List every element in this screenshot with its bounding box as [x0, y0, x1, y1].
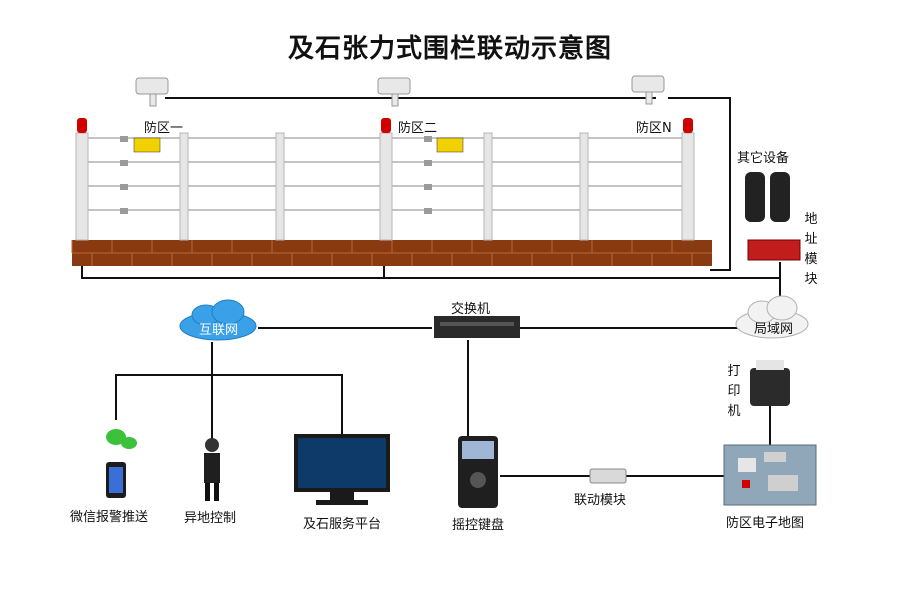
camera-icon [135, 75, 665, 107]
service-platform-label: 及石服务平台 [303, 517, 382, 532]
internet-branch-line [115, 374, 343, 435]
electronic-map-label: 防区电子地图 [726, 516, 805, 531]
brick-wall [71, 240, 712, 266]
zone-label-2: 防区二 [398, 121, 438, 136]
control-keyboard-label: 摇控键盘 [452, 518, 505, 533]
wire-sensors [120, 136, 432, 214]
cloud-icon [735, 295, 809, 339]
electronic-map-icon [723, 444, 817, 506]
printer-label: 打印机 [727, 364, 741, 419]
warning-sign-icon [133, 137, 161, 153]
wechat-push-label: 微信报警推送 [70, 510, 149, 525]
cloud-icon [179, 299, 257, 341]
address-module-icon [747, 239, 801, 261]
network-switch-icon [434, 316, 520, 338]
zone-label-1: 防区一 [144, 121, 184, 136]
other-devices-label: 其它设备 [737, 151, 790, 166]
camera-to-right-line [668, 97, 731, 271]
linkage-module-icon [589, 468, 627, 484]
printer-icon [750, 360, 790, 406]
wechat-icon [106, 429, 137, 449]
remote-control-label: 异地控制 [184, 511, 237, 526]
beam-detector-icon [745, 172, 790, 222]
internet-label: 互联网 [199, 323, 239, 338]
monitor-icon [294, 434, 390, 505]
zone-label-n: 防区N [636, 121, 672, 136]
linkage-module-label: 联动模块 [574, 493, 627, 508]
warning-sign-icon [436, 137, 464, 153]
control-keyboard-icon [458, 436, 498, 508]
person-icon [204, 438, 220, 501]
fence-posts [75, 132, 695, 241]
alarm-light-icon [77, 118, 693, 133]
switch-label: 交换机 [451, 302, 491, 317]
address-module-label: 地址模块 [804, 212, 818, 287]
lan-label: 局域网 [754, 322, 794, 337]
diagram-title: 及石张力式围栏联动示意图 [287, 34, 612, 64]
